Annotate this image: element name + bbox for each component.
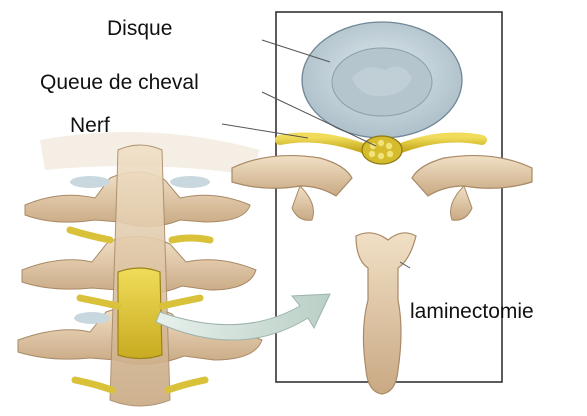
label-queue-de-cheval: Queue de cheval (40, 72, 199, 93)
spine-illustration (18, 132, 262, 406)
label-nerf: Nerf (70, 115, 110, 136)
label-disque: Disque (107, 18, 172, 39)
label-laminectomie: laminectomie (410, 301, 534, 322)
